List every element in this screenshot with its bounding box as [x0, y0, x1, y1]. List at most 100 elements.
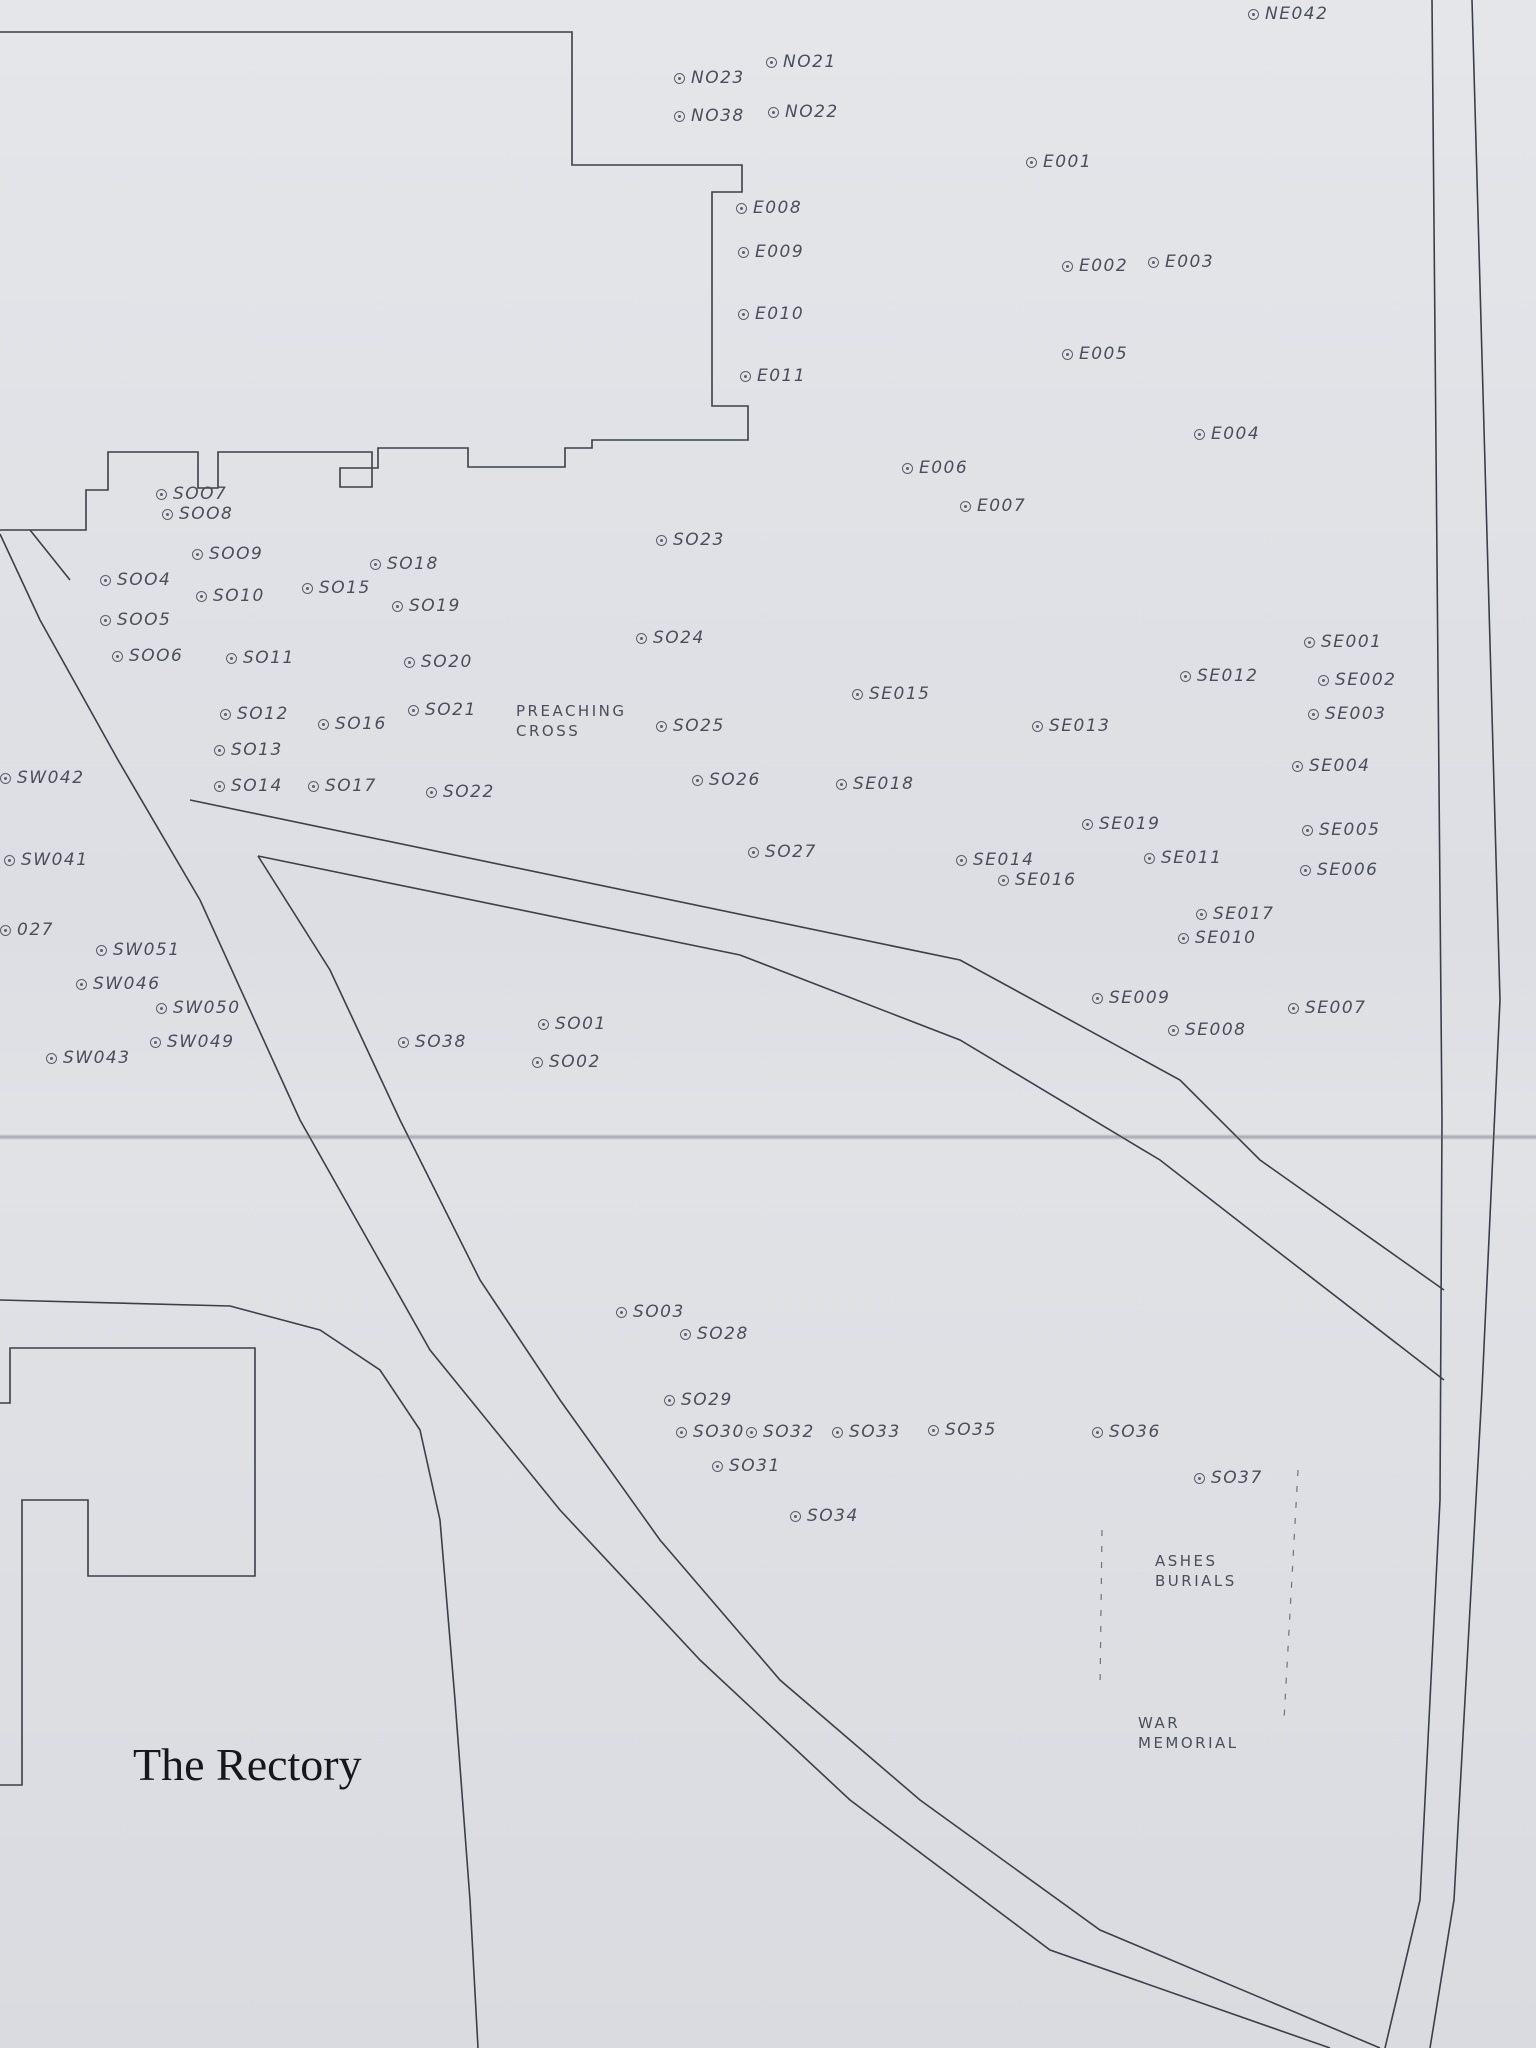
grave-dot-icon [1248, 9, 1259, 20]
grave-marker: SW050 [156, 1000, 241, 1017]
grave-label: SO27 [765, 842, 817, 862]
grave-marker: SO32 [746, 1424, 815, 1441]
grave-label: SO22 [443, 782, 495, 802]
grave-dot-icon [960, 501, 971, 512]
grave-dot-icon [220, 709, 231, 720]
grave-marker: SW046 [76, 976, 161, 993]
grave-marker: SO02 [532, 1054, 601, 1071]
grave-marker: SE008 [1168, 1022, 1246, 1039]
grave-marker: SO22 [426, 784, 495, 801]
grave-dot-icon [0, 925, 11, 936]
grave-marker: E010 [738, 306, 804, 323]
grave-dot-icon [664, 1395, 675, 1406]
grave-marker: SO38 [398, 1034, 467, 1051]
grave-label: E006 [919, 458, 969, 478]
grave-label: E002 [1079, 256, 1129, 276]
grave-label: SW043 [63, 1048, 131, 1068]
grave-label: SE016 [1015, 870, 1077, 890]
grave-dot-icon [738, 247, 749, 258]
grave-label: SOO6 [129, 646, 184, 666]
grave-marker: SE003 [1308, 706, 1386, 723]
grave-marker: SO14 [214, 778, 283, 795]
grave-marker: SE018 [836, 776, 914, 793]
grave-label: SO02 [549, 1052, 601, 1072]
grave-label: SO34 [807, 1506, 859, 1526]
grave-dot-icon [766, 57, 777, 68]
grave-dot-icon [100, 615, 111, 626]
grave-marker: E006 [902, 460, 968, 477]
grave-label: SE010 [1195, 928, 1257, 948]
grave-label: SO21 [425, 700, 477, 720]
grave-dot-icon [4, 855, 15, 866]
grave-label: E003 [1165, 252, 1215, 272]
grave-dot-icon [680, 1329, 691, 1340]
grave-dot-icon [214, 745, 225, 756]
grave-marker: E004 [1194, 426, 1260, 443]
grave-label: SE007 [1305, 998, 1367, 1018]
grave-dot-icon [616, 1307, 627, 1318]
grave-dot-icon [1178, 933, 1189, 944]
grave-marker: E008 [736, 200, 802, 217]
grave-dot-icon [636, 633, 647, 644]
rectory-building [0, 1347, 256, 1786]
grave-marker: SOO8 [162, 506, 233, 523]
grave-dot-icon [226, 653, 237, 664]
grave-label: SO28 [697, 1324, 749, 1344]
grave-label: SO35 [945, 1420, 997, 1440]
grave-dot-icon [902, 463, 913, 474]
grave-label: SO29 [681, 1390, 733, 1410]
rectory-title: The Rectory [133, 1739, 362, 1790]
grave-marker: E005 [1062, 346, 1128, 363]
grave-dot-icon [852, 689, 863, 700]
grave-label: NO38 [691, 106, 745, 126]
grave-label: E001 [1043, 152, 1093, 172]
grave-dot-icon [46, 1053, 57, 1064]
grave-marker: SE009 [1092, 990, 1170, 1007]
grave-marker: E002 [1062, 258, 1128, 275]
grave-label: SO18 [387, 554, 439, 574]
grave-marker: SO20 [404, 654, 473, 671]
grave-label: SW046 [93, 974, 161, 994]
grave-dot-icon [928, 1425, 939, 1436]
grave-label: NO22 [785, 102, 839, 122]
grave-label: SO01 [555, 1014, 607, 1034]
grave-marker: SE017 [1196, 906, 1274, 923]
grave-label: SO24 [653, 628, 705, 648]
grave-dot-icon [100, 575, 111, 586]
grave-marker: SOO5 [100, 612, 171, 629]
grave-dot-icon [156, 1003, 167, 1014]
grave-dot-icon [748, 847, 759, 858]
grave-marker: E003 [1148, 254, 1214, 271]
grave-dot-icon [1288, 1003, 1299, 1014]
grave-marker: SO27 [748, 844, 817, 861]
grave-marker: SE010 [1178, 930, 1256, 947]
main-path-left-edge [0, 533, 1331, 2048]
grave-label: SO31 [729, 1456, 781, 1476]
grave-dot-icon [1026, 157, 1037, 168]
grave-marker: SO23 [656, 532, 725, 549]
grave-marker: SO26 [692, 772, 761, 789]
grave-label: E010 [755, 304, 805, 324]
grave-dot-icon [1032, 721, 1043, 732]
grave-marker: SO21 [408, 702, 477, 719]
grave-marker: SO11 [226, 650, 295, 667]
grave-marker: SE013 [1032, 718, 1110, 735]
grave-marker: SO18 [370, 556, 439, 573]
grave-marker: NO38 [674, 108, 745, 125]
grave-dot-icon [318, 719, 329, 730]
grave-marker: SE001 [1304, 634, 1382, 651]
grave-marker: SE005 [1302, 822, 1380, 839]
grave-label: SE013 [1049, 716, 1111, 736]
grave-label: SE019 [1099, 814, 1161, 834]
grave-marker: SOO9 [192, 546, 263, 563]
grave-label: SOO5 [117, 610, 172, 630]
grave-dot-icon [532, 1057, 543, 1068]
short-spur [29, 529, 71, 581]
grave-label: SW049 [167, 1032, 235, 1052]
grave-dot-icon [1148, 257, 1159, 268]
grave-label: SOO7 [173, 484, 228, 504]
grave-dot-icon [370, 559, 381, 570]
grave-marker: SO17 [308, 778, 377, 795]
grave-label: SO36 [1109, 1422, 1161, 1442]
